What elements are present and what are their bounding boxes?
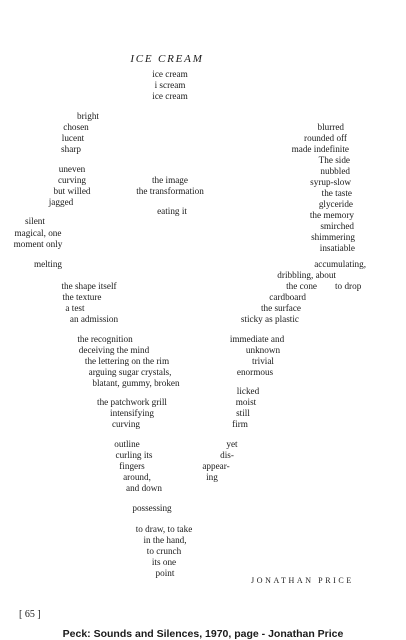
- poem-line: the image: [152, 175, 188, 185]
- poem-line: an admission: [69, 314, 119, 324]
- poem-line: the transformation: [136, 186, 204, 196]
- poem-line: unknown: [245, 345, 281, 355]
- poem-line: nubbled: [320, 166, 350, 176]
- author-signature: JONATHAN PRICE: [251, 576, 354, 585]
- poem-line: cardboard: [269, 292, 306, 302]
- poem-line: enormous: [236, 367, 274, 377]
- poem-line: fingers: [119, 461, 145, 471]
- poem-line: to drop: [335, 281, 362, 291]
- poem-line: arguing sugar crystals,: [88, 367, 172, 377]
- poem-line: accumulating,: [314, 259, 366, 269]
- poem-line: licked: [236, 386, 260, 396]
- poem-line: possessing: [132, 503, 172, 513]
- poem-line: smirched: [320, 221, 354, 231]
- poem-line: the texture: [62, 292, 102, 302]
- poem-line: to draw, to take: [135, 524, 193, 534]
- poem-line: to crunch: [146, 546, 182, 556]
- poem-line: the surface: [260, 303, 301, 313]
- poem-line: lucent: [61, 133, 85, 143]
- poem-line: dis-: [220, 450, 234, 460]
- poem-line: chosen: [63, 122, 89, 132]
- poem-line: the taste: [321, 188, 352, 198]
- poem-line: appear-: [202, 461, 230, 471]
- poem-line: rounded off: [304, 133, 347, 143]
- poem-line: insatiable: [319, 243, 355, 253]
- poem-line: jagged: [48, 197, 74, 207]
- poem-line: ing: [206, 472, 218, 482]
- poem-line: curving: [111, 419, 141, 429]
- poem-line: blurred: [317, 122, 344, 132]
- poem-line: made indefinite: [291, 144, 349, 154]
- poem-line: the recognition: [77, 334, 133, 344]
- poem-line: the lettering on the rim: [84, 356, 170, 366]
- poem-line: silent: [25, 216, 45, 226]
- poem-line: moist: [235, 397, 257, 407]
- poem-line: firm: [232, 419, 248, 429]
- poem-line: syrup-slow: [310, 177, 351, 187]
- poem-line: trivial: [252, 356, 274, 366]
- poem-line: its one: [151, 557, 177, 567]
- poem-line: outline: [114, 439, 140, 449]
- poem-line: shimmering: [311, 232, 355, 242]
- poem-line: in the hand,: [143, 535, 187, 545]
- poem-line: a test: [65, 303, 85, 313]
- poem-line: the memory: [309, 210, 354, 220]
- poem-line: but willed: [53, 186, 91, 196]
- poem-line: The side: [318, 155, 350, 165]
- poem-line: sharp: [61, 144, 81, 154]
- poem-line: blatant, gummy, broken: [92, 378, 180, 388]
- poem-line: glyceride: [318, 199, 353, 209]
- poem-line: yet: [226, 439, 238, 449]
- poem-line: point: [155, 568, 175, 578]
- image-caption: Peck: Sounds and Silences, 1970, page - …: [62, 628, 344, 640]
- poem-line: the shape itself: [61, 281, 117, 291]
- page-number: [ 65 ]: [19, 609, 41, 620]
- poem-line: i scream: [154, 80, 186, 90]
- poem-line: intensifying: [110, 408, 154, 418]
- poem-line: immediate and: [229, 334, 285, 344]
- poem-line: the patchwork grill: [97, 397, 167, 407]
- poem-line: around,: [123, 472, 151, 482]
- poem-line: curving: [57, 175, 87, 185]
- poem-line: and down: [126, 483, 162, 493]
- poem-line: bright: [77, 111, 99, 121]
- poem-line: still: [236, 408, 250, 418]
- poem-line: the cone: [286, 281, 317, 291]
- poem-line: deceiving the mind: [78, 345, 150, 355]
- poem-line: dribbling, about: [277, 270, 336, 280]
- poem-line: melting: [33, 259, 63, 269]
- poem-line: ice cream: [152, 69, 188, 79]
- poem-line: uneven: [58, 164, 86, 174]
- poem-line: magical, one: [14, 228, 62, 238]
- poem-line: sticky as plastic: [240, 314, 299, 324]
- poem-title: ICE CREAM: [130, 53, 204, 65]
- poem-line: curling its: [115, 450, 153, 460]
- poem-line: eating it: [157, 206, 187, 216]
- poem-line: ice cream: [152, 91, 188, 101]
- poem-line: moment only: [13, 239, 63, 249]
